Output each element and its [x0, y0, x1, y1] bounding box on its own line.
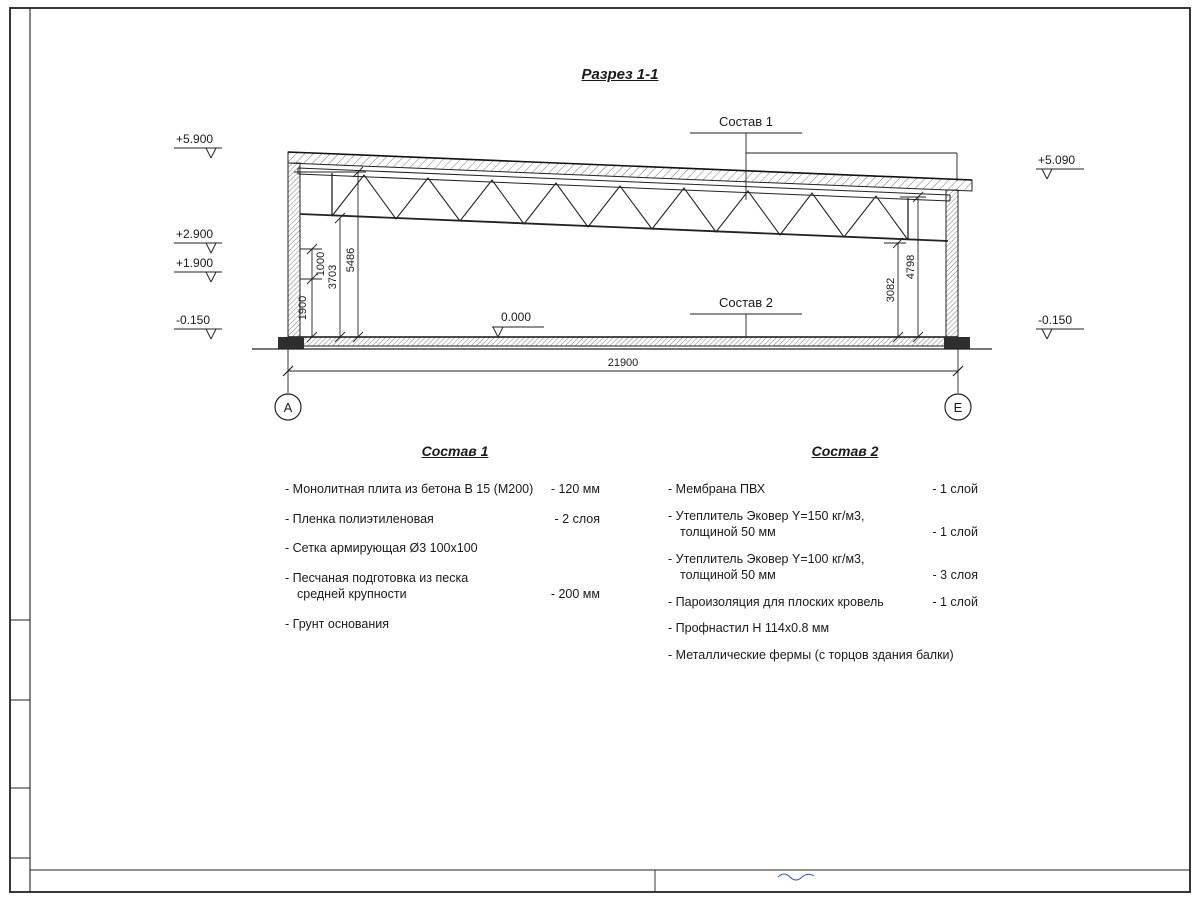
- level-zero-text: 0.000: [501, 310, 531, 324]
- callout-sostav2-label: Состав 2: [719, 295, 773, 310]
- level-mark: +2.900: [174, 227, 222, 254]
- spec-item: - Монолитная плита из бетона В 15 (М200)…: [285, 481, 600, 498]
- dim-span: 21900: [282, 349, 964, 393]
- spec-item-value: - 120 мм: [550, 482, 600, 496]
- spec-item: - Металлические фермы (с торцов здания б…: [668, 647, 978, 664]
- level-text: +2.900: [176, 227, 213, 241]
- spec-item-label: - Металлические фермы (с торцов здания б…: [668, 647, 954, 662]
- spec-item: - Сетка армирующая Ø3 100x100: [285, 540, 600, 557]
- spec-item-label: - Мембрана ПВХ: [668, 482, 766, 496]
- spec-item-label: - Монолитная плита из бетона В 15 (М200): [285, 482, 534, 496]
- spec-item-label: - Сетка армирующая Ø3 100x100: [285, 541, 478, 555]
- axis-right-label: Е: [954, 400, 963, 415]
- level-text: +5.090: [1038, 153, 1075, 167]
- dim-text: 3082: [885, 278, 897, 302]
- dims-left: 1900 1000 3703 5486: [294, 166, 366, 343]
- spec-item-value: - 3 слоя: [932, 568, 978, 582]
- spec-item: - Пароизоляция для плоских кровель - 1 с…: [668, 594, 978, 611]
- level-marks-left: +5.900 +2.900 +1.900 -0.150: [174, 132, 222, 340]
- spec1-heading: Состав 1: [421, 443, 489, 459]
- dim-text: 1000: [315, 252, 327, 276]
- level-text: -0.150: [1038, 313, 1072, 327]
- spec-item: - Утеплитель Эковер Y=150 кг/м3, толщино…: [668, 508, 978, 541]
- level-mark: +5.900: [174, 132, 222, 159]
- pen-mark: [777, 873, 815, 881]
- spec-item-value: - 1 слой: [932, 482, 978, 496]
- spec-item-label: - Пароизоляция для плоских кровель: [668, 594, 884, 609]
- spec-item-value: - 1 слой: [932, 525, 978, 539]
- level-mark: -0.150: [1036, 313, 1084, 340]
- level-text: +1.900: [176, 256, 213, 270]
- level-mark: +5.090: [1036, 153, 1084, 180]
- floor: [252, 336, 992, 350]
- walls: [287, 162, 959, 338]
- spec-item: - Грунт основания: [285, 616, 600, 633]
- drawing-title: Разрез 1-1: [581, 66, 659, 83]
- span-dim-text: 21900: [608, 357, 639, 369]
- dim-text: 3703: [327, 265, 339, 289]
- spec-item-label: - Профнастил Н 114х0.8 мм: [668, 621, 830, 635]
- spec-item-label: - Песчаная подготовка из песка средней к…: [285, 570, 469, 602]
- level-text: -0.150: [176, 313, 210, 327]
- roof-slab: [287, 151, 973, 202]
- axis-markers: А Е: [274, 393, 972, 421]
- spec-item-label: - Пленка полиэтиленовая: [285, 511, 434, 526]
- spec-item-value: - 1 слой: [932, 594, 978, 609]
- callout-sostav2: Состав 2: [690, 295, 802, 337]
- spec-item-value: - 200 мм: [550, 587, 600, 601]
- roof-truss: [299, 173, 949, 242]
- spec-item: - Профнастил Н 114х0.8 мм: [668, 620, 978, 637]
- callout-sostav1: Состав 1: [690, 114, 958, 200]
- spec-item: - Пленка полиэтиленовая - 2 слоя: [285, 511, 600, 528]
- spec-item-label: - Утеплитель Эковер Y=150 кг/м3, толщино…: [668, 508, 865, 540]
- spec-list-2: - Мембрана ПВХ - 1 слой - Утеплитель Эко…: [668, 481, 978, 673]
- spec-item: - Мембрана ПВХ - 1 слой: [668, 481, 978, 498]
- level-text: +5.900: [176, 132, 213, 146]
- dims-right: 3082 4798: [884, 191, 926, 343]
- callout-sostav1-label: Состав 1: [719, 114, 773, 129]
- dim-text: 5486: [345, 248, 357, 272]
- level-mark: -0.150: [174, 313, 222, 340]
- level-mark: +1.900: [174, 256, 222, 283]
- dim-text: 4798: [905, 255, 917, 279]
- spec-item: - Утеплитель Эковер Y=100 кг/м3, толщино…: [668, 551, 978, 584]
- dim-text: 1900: [297, 296, 309, 320]
- spec-item-label: - Утеплитель Эковер Y=100 кг/м3, толщино…: [668, 551, 865, 583]
- level-mark-zero: 0.000: [492, 310, 544, 338]
- spec-item-value: - 2 слоя: [554, 511, 600, 526]
- right-wall: [945, 189, 959, 338]
- spec-item-label: - Грунт основания: [285, 616, 390, 631]
- level-marks-right: +5.090 -0.150: [1036, 153, 1084, 340]
- spec2-heading: Состав 2: [811, 443, 879, 459]
- spec-item: - Песчаная подготовка из песка средней к…: [285, 570, 600, 603]
- sheet-frame: [9, 7, 1191, 893]
- spec-list-1: - Монолитная плита из бетона В 15 (М200)…: [285, 481, 600, 645]
- axis-left-label: А: [284, 400, 293, 415]
